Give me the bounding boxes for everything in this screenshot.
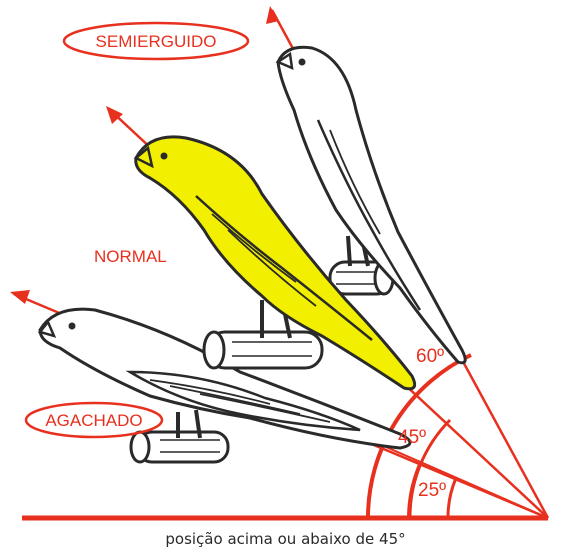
label-normal: NORMAL — [94, 247, 167, 266]
label-agachado: AGACHADO — [45, 411, 142, 430]
arrow-agachado-icon — [10, 290, 30, 304]
angle-60-label: 60º — [416, 346, 444, 367]
angle-45-label: 45º — [398, 427, 426, 448]
angle-25-label: 25º — [418, 480, 446, 501]
arrow-semierguido-icon — [266, 6, 279, 24]
label-semierguido: SEMIERGUIDO — [96, 32, 217, 51]
caption: posição acima ou abaixo de 45° — [0, 530, 571, 548]
arc-25 — [448, 478, 456, 518]
